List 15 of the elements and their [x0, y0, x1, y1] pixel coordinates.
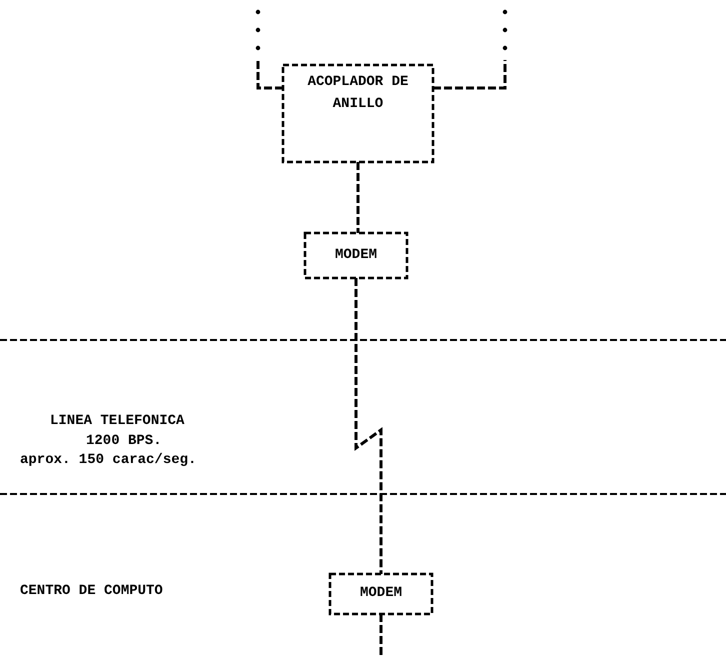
- annotation-text: 1200 BPS.: [86, 432, 162, 450]
- annotation-text: LINEA TELEFONICA: [50, 412, 184, 430]
- process-box: [305, 233, 407, 278]
- process-box: [330, 574, 432, 614]
- connector-line: [356, 162, 360, 233]
- connector-line: [354, 278, 382, 574]
- process-box: [283, 65, 433, 162]
- annotation-text: aprox. 150 carac/seg.: [20, 451, 196, 469]
- box-label: MODEM: [334, 246, 378, 265]
- annotation-text: CENTRO DE COMPUTO: [20, 582, 163, 600]
- box-label: ACOPLADOR DE ANILLO: [306, 73, 410, 114]
- connector-line: [380, 614, 382, 657]
- connector-line: [433, 60, 506, 90]
- connector-line: [256, 60, 283, 90]
- box-label: MODEM: [358, 584, 403, 603]
